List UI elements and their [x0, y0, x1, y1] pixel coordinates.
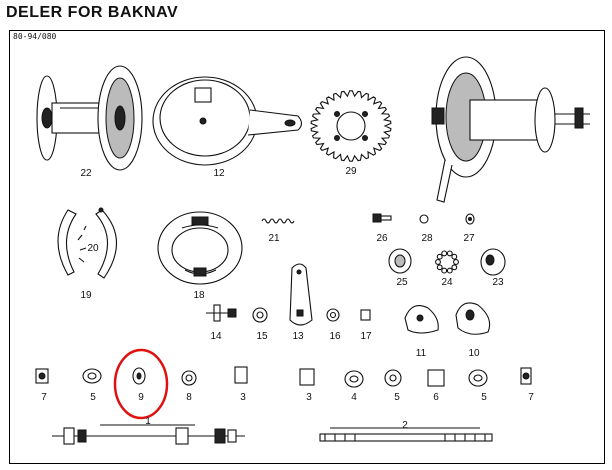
- diagram-frame: [9, 30, 605, 464]
- part-label-12: 12: [213, 168, 225, 179]
- part-label-4: 4: [351, 392, 357, 403]
- cone-washer-drawing: [388, 248, 506, 276]
- cam-plates-drawing: [404, 302, 491, 335]
- part-label-6: 6: [433, 392, 439, 403]
- part-label-11: 11: [416, 348, 427, 359]
- bearing-ball: [446, 250, 453, 257]
- part-label-3: 3: [240, 392, 246, 403]
- hub-shell-drawing: [36, 65, 143, 171]
- part-label-5c: 5: [481, 392, 487, 403]
- drawing-code: 80-94/080: [13, 32, 57, 41]
- part-label-8: 8: [186, 392, 192, 403]
- part-label-5b: 5: [394, 392, 400, 403]
- bearing-ball: [451, 253, 458, 260]
- part-label-28: 28: [421, 233, 433, 244]
- part-label-26: 26: [376, 233, 388, 244]
- part-label-7: 7: [41, 392, 47, 403]
- bearing-ball: [436, 253, 443, 260]
- bearing-ball: [435, 259, 441, 265]
- part-label-3b: 3: [306, 392, 312, 403]
- bearing-ball: [441, 250, 448, 257]
- part-label-29: 29: [345, 166, 357, 177]
- bottom-row-parts-drawing: [35, 366, 532, 388]
- part-label-5: 5: [90, 392, 96, 403]
- part-label-7b: 7: [528, 392, 534, 403]
- part-label-17: 17: [360, 331, 372, 342]
- brake-shoe-assembly-drawing: [157, 211, 243, 285]
- part-label-10: 10: [468, 348, 480, 359]
- part-label-20: 20: [87, 243, 99, 254]
- brake-lever-drawing: [289, 263, 313, 326]
- part-label-2: 2: [402, 420, 408, 431]
- highlight-circle: [113, 348, 169, 420]
- axle-drawing: [52, 427, 245, 445]
- bearing-ball: [453, 259, 459, 265]
- spring-drawing: [261, 218, 295, 224]
- part-label-25: 25: [396, 277, 408, 288]
- bearing-ball: [441, 267, 448, 274]
- part-label-18: 18: [193, 290, 205, 301]
- part-label-21: 21: [268, 233, 280, 244]
- part-label-27: 27: [463, 233, 475, 244]
- part-label-9: 9: [138, 392, 144, 403]
- sprocket-drawing: [310, 90, 392, 162]
- bearing-ball: [436, 264, 443, 271]
- part-label-19: 19: [80, 290, 92, 301]
- bolt-washers-drawing: [206, 304, 371, 323]
- part-label-13: 13: [292, 331, 304, 342]
- part-label-1: 1: [145, 416, 151, 427]
- brake-plate-drawing: [152, 76, 303, 166]
- part-label-22: 22: [80, 168, 92, 179]
- bearing-ball: [451, 264, 458, 271]
- hub-assembly-drawing: [431, 56, 590, 203]
- part-label-23: 23: [492, 277, 504, 288]
- part-label-16: 16: [329, 331, 341, 342]
- part-label-14: 14: [210, 331, 222, 342]
- page-title: DELER FOR BAKNAV: [6, 4, 179, 21]
- threaded-rod-drawing: [319, 433, 493, 442]
- brake-shoes-drawing: [57, 207, 117, 279]
- bearing-ball: [446, 267, 453, 274]
- part-label-24: 24: [441, 277, 453, 288]
- small-fasteners-drawing: [372, 213, 475, 225]
- part-label-15: 15: [256, 331, 268, 342]
